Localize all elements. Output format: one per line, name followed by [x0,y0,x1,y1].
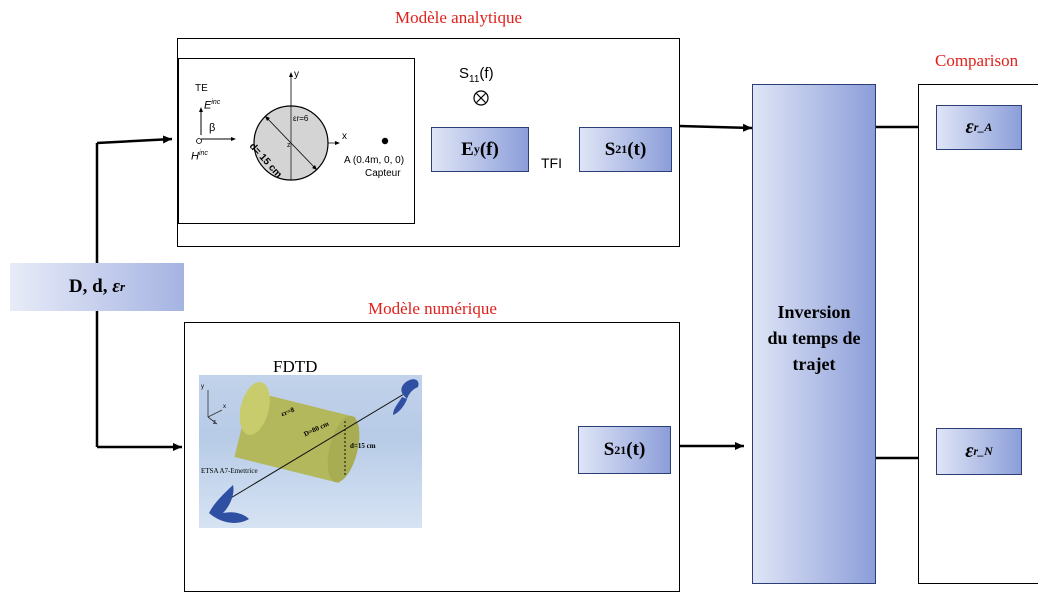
s11-label: S11(f) [459,65,494,85]
analytical-schematic: TE Einc β Hinc y x z εr=6 d= 15 cm A (0.… [178,58,415,224]
inversion-label: Inversion du temps de trajet [767,302,861,374]
branch-top-arrow [96,135,173,145]
analytic-to-inversion-arrow [678,123,753,132]
propagation-line [218,390,410,506]
e-inc-label: Einc [204,99,221,112]
y-axis-label: y [294,69,299,80]
tfi-label: TFI [541,155,562,171]
multiplier-icon [473,90,489,106]
beta-label: β [209,122,216,134]
inversion-block [752,84,876,584]
fdtd-simulation-image: y x z εr=8 D=80 cm d=15 cm ETSA A7-Emett… [199,375,422,528]
te-label: TE [195,83,208,94]
schematic-drawing [196,72,389,181]
title-analytical-model: Modèle analytique [395,8,522,27]
cylinder-near-end [327,415,360,483]
permittivity-label: εr=6 [293,114,309,123]
fdtd-axis-y: y [201,384,204,390]
receiver-antenna-icon [401,379,419,399]
title-numerical-model: Modèle numérique [368,299,497,318]
x-axis-label: x [342,131,347,142]
fdtd-axis-x: x [223,404,226,410]
emitter-antenna-icon [209,485,249,523]
title-comparison: Comparison [935,51,1019,70]
h-inc-label: Hinc [191,150,208,163]
input-parameters-label: D, d, [68,276,113,297]
fdtd-axis-z: z [213,420,216,426]
comparison-frame [918,84,1038,584]
fdtd-scene [207,379,419,523]
fdtd-label: FDTD [273,357,318,376]
sensor-coordinates-label: A (0.4m, 0, 0) [344,155,405,166]
z-axis-label: z [287,142,291,149]
fdtd-diameter-label: d=15 cm [350,442,376,450]
sensor-point [381,137,389,145]
cylinder-far-end [239,381,270,435]
fdtd-emitter-label: ETSA A7-Emettrice [201,467,258,475]
sensor-label: Capteur [365,168,401,179]
